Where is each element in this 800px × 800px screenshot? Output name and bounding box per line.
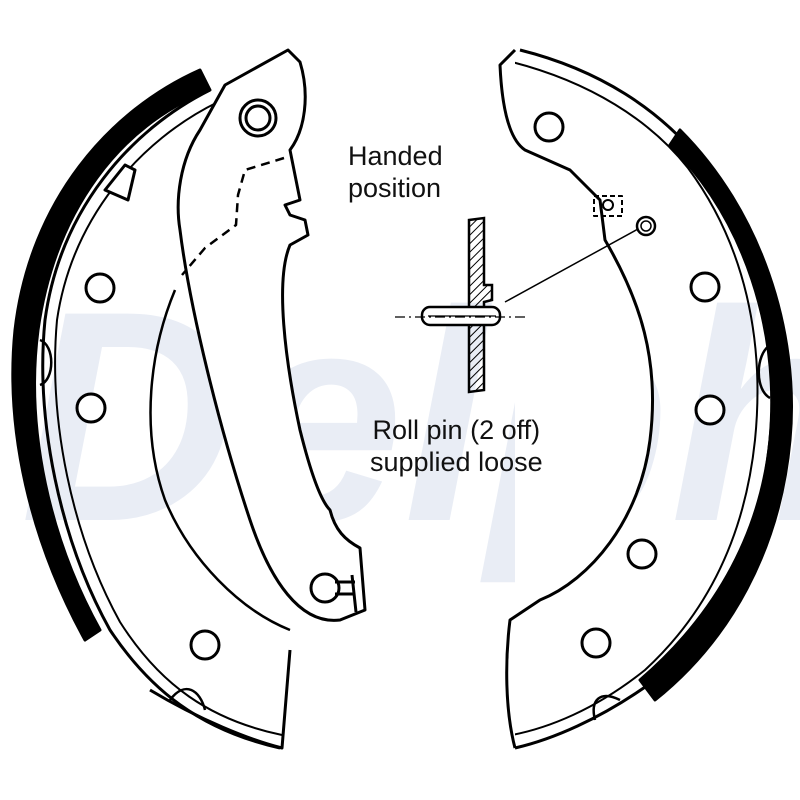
right-brake-shoe (498, 48, 794, 750)
right-hole-2 (689, 271, 721, 303)
right-hole-4 (626, 538, 658, 570)
roll-pin-label: Roll pin (2 off) supplied loose (370, 414, 543, 478)
rollpin-line-2: supplied loose (370, 447, 543, 477)
left-hole-3 (189, 629, 221, 661)
roll-pin-detail (395, 216, 639, 394)
right-friction-lining (638, 128, 794, 702)
left-friction-lining (11, 68, 212, 642)
left-brake-shoe (11, 48, 367, 750)
handed-line-2: position (348, 173, 442, 203)
roll-pin-hole (635, 215, 657, 237)
handed-line-1: Handed (348, 141, 443, 171)
right-hole-5 (580, 627, 612, 659)
handed-position-label: Handed position (348, 140, 443, 204)
rollpin-line-1: Roll pin (2 off) (372, 415, 541, 445)
right-hole-3 (694, 394, 726, 426)
left-hole-2 (75, 392, 107, 424)
right-hole-1 (533, 111, 565, 143)
left-hole-1 (84, 272, 116, 304)
